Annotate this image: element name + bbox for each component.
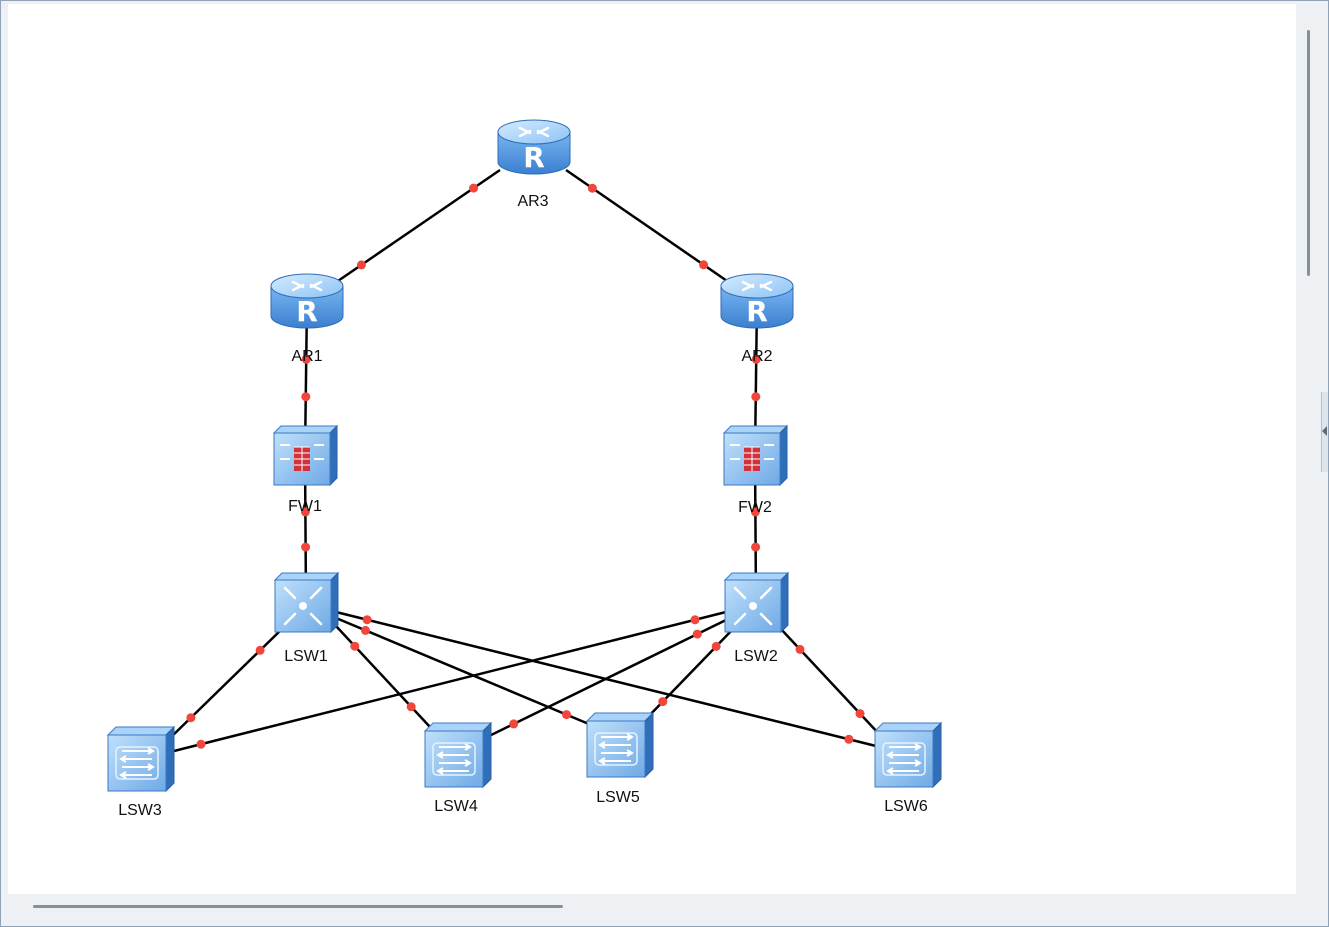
link-lsw2-lsw6[interactable] [779,627,881,736]
label-ar1: AR1 [291,348,322,365]
label-ar2: AR2 [741,348,772,365]
ports-layer [186,183,865,749]
router-icon: R [497,119,571,175]
label-lsw2: LSW2 [734,648,778,665]
switch-icon [873,721,943,789]
port-dot[interactable] [699,260,709,270]
switch-icon [585,711,655,779]
switch-lsw3[interactable] [106,725,176,793]
port-dot[interactable] [469,183,479,193]
port-dot[interactable] [711,641,721,651]
core-switch-lsw1[interactable] [273,571,340,634]
port-dot[interactable] [196,739,206,749]
firewall-fw2[interactable] [722,424,789,487]
firewall-icon [722,424,789,487]
label-ar3: AR3 [517,193,548,210]
port-dot[interactable] [751,392,761,402]
firewall-icon [272,424,339,487]
port-dot[interactable] [844,734,854,744]
port-dot[interactable] [362,615,372,625]
port-dot[interactable] [751,542,761,552]
links-layer [167,168,881,754]
svg-text:R: R [523,141,545,174]
router-icon: R [720,273,794,329]
port-dot[interactable] [562,710,571,720]
port-dot[interactable] [350,641,360,651]
collapse-arrow-icon[interactable] [1322,426,1327,436]
port-dot[interactable] [692,629,702,639]
label-fw1: FW1 [288,498,322,515]
port-dot[interactable] [301,542,311,552]
router-ar2[interactable]: R [720,273,794,329]
core-switch-icon [273,571,340,634]
core-switch-icon [723,571,790,634]
label-lsw6: LSW6 [884,798,928,815]
svg-text:R: R [746,295,768,328]
switch-lsw4[interactable] [423,721,493,789]
link-lsw2-lsw4[interactable] [484,618,727,740]
link-lsw1-lsw3[interactable] [167,627,284,741]
port-dot[interactable] [855,709,865,719]
switch-lsw6[interactable] [873,721,943,789]
link-lsw1-lsw4[interactable] [335,625,431,728]
horizontal-scrollbar-thumb[interactable] [33,905,563,908]
label-lsw5: LSW5 [596,789,640,806]
port-dot[interactable] [300,507,310,517]
link-lsw2-lsw3[interactable] [169,610,727,754]
port-dot[interactable] [361,625,370,635]
port-dot[interactable] [186,713,196,723]
port-dot[interactable] [587,183,597,193]
switch-icon [423,721,493,789]
port-dot[interactable] [690,615,700,625]
port-dot[interactable] [658,697,668,707]
port-dot[interactable] [301,354,311,364]
router-ar3[interactable]: R [497,119,571,175]
link-lsw1-lsw5[interactable] [335,616,597,729]
core-switch-lsw2[interactable] [723,571,790,634]
port-dot[interactable] [255,645,265,655]
vertical-scrollbar-thumb[interactable] [1307,30,1310,276]
svg-text:R: R [296,295,318,328]
label-lsw1: LSW1 [284,648,328,665]
port-dot[interactable] [509,719,519,729]
label-lsw4: LSW4 [434,798,478,815]
switch-lsw5[interactable] [585,711,655,779]
port-dot[interactable] [795,644,805,654]
port-dot[interactable] [750,507,760,517]
firewall-fw1[interactable] [272,424,339,487]
switch-icon [106,725,176,793]
port-dot[interactable] [301,392,311,402]
label-fw2: FW2 [738,499,772,516]
router-ar1[interactable]: R [270,273,344,329]
port-dot[interactable] [356,260,366,270]
port-dot[interactable] [751,354,761,364]
port-dot[interactable] [406,702,416,712]
label-lsw3: LSW3 [118,802,162,819]
link-lsw1-lsw6[interactable] [335,610,881,749]
router-icon: R [270,273,344,329]
